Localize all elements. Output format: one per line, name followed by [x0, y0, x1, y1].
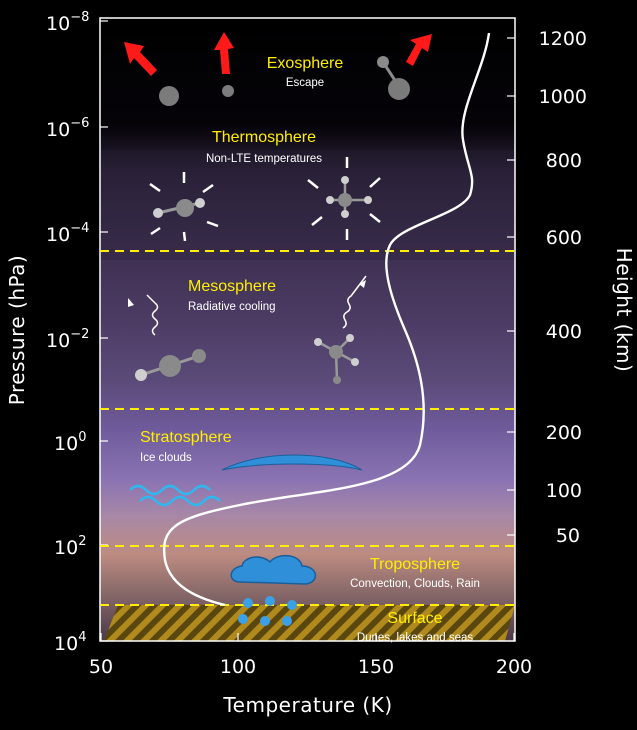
svg-text:10−2: 10−2	[46, 327, 89, 352]
svg-text:200: 200	[496, 656, 532, 678]
x-axis-label: Temperature (K)	[222, 693, 392, 717]
height-tick-marks	[507, 37, 515, 536]
atmosphere-background	[100, 18, 515, 641]
svg-text:150: 150	[358, 656, 394, 678]
molecule-icon	[326, 176, 372, 218]
escape-arrows	[124, 32, 432, 76]
molecule-icon	[153, 198, 205, 218]
temperature-tick-labels: 50 100 150 200	[89, 656, 532, 678]
svg-text:104: 104	[54, 630, 86, 655]
svg-text:1000: 1000	[539, 86, 587, 108]
height-tick-labels: 1200 1000 800 600 400 200 100 50	[539, 28, 587, 547]
svg-text:50: 50	[556, 525, 580, 547]
ice-cloud-icon	[221, 454, 363, 471]
surface-description: Dunes, lakes and seas	[357, 632, 474, 644]
thermosphere-molecules	[149, 157, 381, 242]
svg-text:1200: 1200	[539, 28, 587, 50]
svg-text:600: 600	[546, 227, 582, 249]
mesosphere-molecules	[128, 275, 367, 384]
raindrop-icon	[238, 614, 248, 624]
svg-text:100: 100	[54, 430, 86, 455]
layer-boundaries	[100, 250, 515, 606]
escape-arrow-icon	[124, 42, 157, 76]
mesosphere-title: Mesosphere	[188, 278, 276, 295]
raindrop-icon	[282, 616, 292, 626]
stratosphere-description: Ice clouds	[140, 452, 192, 464]
stratosphere-title: Stratosphere	[140, 429, 232, 446]
molecule-icon	[222, 85, 234, 97]
wavy-emission-arrow-icon	[146, 294, 159, 336]
thermosphere-description: Non-LTE temperatures	[206, 153, 322, 165]
temperature-tick-marks	[100, 633, 515, 641]
raindrop-icon	[243, 598, 253, 608]
troposphere-title: Troposphere	[370, 556, 460, 573]
rain-cloud-icon	[230, 554, 316, 585]
molecule-icon	[159, 86, 179, 106]
troposphere-description: Convection, Clouds, Rain	[350, 578, 480, 590]
svg-text:50: 50	[89, 656, 113, 678]
raindrop-icon	[287, 600, 297, 610]
molecule-icon	[135, 349, 206, 381]
svg-text:100: 100	[220, 656, 256, 678]
excitation-rays	[149, 172, 219, 242]
exosphere-molecules	[159, 56, 410, 106]
pressure-tick-labels: 10−8 10−6 10−4 10−2 100 102 104	[46, 10, 89, 655]
plot-frame	[99, 17, 516, 642]
molecule-icon	[314, 334, 359, 384]
molecule-icon	[377, 56, 410, 100]
raindrop-icon	[265, 596, 275, 606]
surface-title: Surface	[387, 610, 442, 627]
svg-text:10−8: 10−8	[46, 10, 89, 35]
svg-text:100: 100	[546, 480, 582, 502]
thermosphere-haze	[100, 150, 515, 260]
wave-icon	[129, 484, 221, 507]
escape-arrow-icon	[214, 32, 234, 74]
layer-labels: Exosphere Escape Thermosphere Non-LTE te…	[140, 55, 480, 644]
svg-text:200: 200	[546, 422, 582, 444]
right-y-axis-label: Height (km)	[612, 248, 636, 373]
wavy-emission-arrow-icon	[342, 275, 367, 329]
exosphere-title: Exosphere	[267, 55, 344, 72]
svg-text:800: 800	[546, 150, 582, 172]
svg-text:400: 400	[546, 321, 582, 343]
svg-text:102: 102	[54, 534, 86, 559]
temperature-profile-curve	[162, 32, 491, 607]
raindrop-icon	[260, 616, 270, 626]
escape-arrow-icon	[406, 34, 432, 66]
thermosphere-title: Thermosphere	[212, 129, 316, 146]
mesosphere-description: Radiative cooling	[188, 301, 276, 313]
svg-text:10−4: 10−4	[46, 221, 89, 246]
left-y-axis-label: Pressure (hPa)	[5, 255, 29, 405]
exosphere-description: Escape	[286, 77, 324, 89]
raindrops	[238, 596, 297, 626]
svg-text:10−6: 10−6	[46, 116, 89, 141]
excitation-rays	[307, 157, 381, 240]
surface-hatch	[104, 605, 515, 641]
